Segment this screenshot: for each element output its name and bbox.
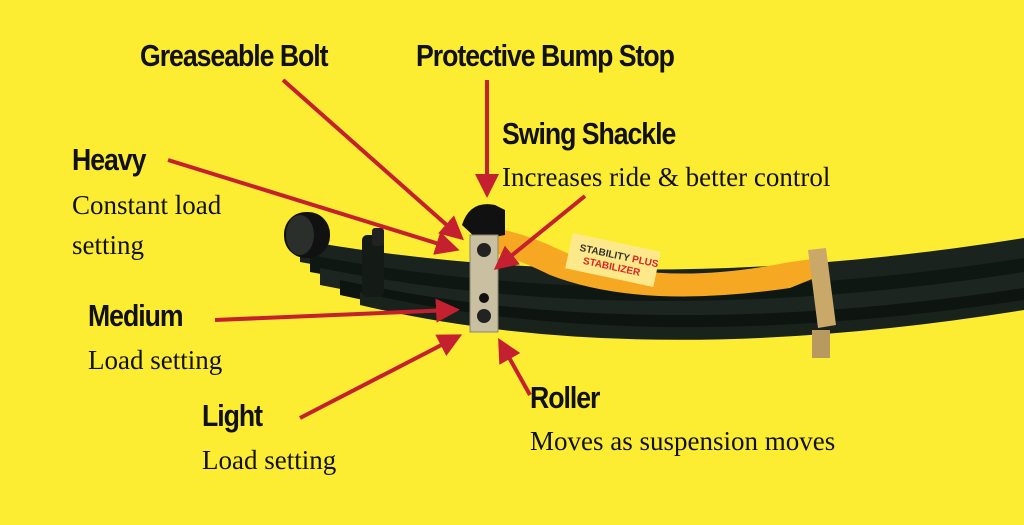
label-medium: Medium	[88, 298, 184, 333]
label-swing-shackle: Swing Shackle	[502, 116, 676, 151]
arrow-light	[299, 334, 463, 420]
desc-heavy-2: setting	[72, 230, 144, 260]
label-bump-stop: Protective Bump Stop	[416, 38, 675, 73]
desc-light: Load setting	[202, 445, 337, 475]
desc-medium: Load setting	[88, 345, 223, 375]
arrow-medium	[214, 298, 460, 323]
label-light: Light	[202, 398, 263, 433]
stabilizer-bar: STABILITY PLUS STABILIZER	[475, 225, 836, 358]
arrow-heavy	[167, 158, 460, 255]
swing-shackle	[462, 204, 505, 333]
arrow-roller	[498, 338, 532, 396]
label-heavy: Heavy	[72, 142, 146, 177]
desc-roller: Moves as suspension moves	[530, 426, 836, 456]
desc-swing-shackle: Increases ride & better control	[502, 162, 831, 192]
desc-heavy-1: Constant load	[72, 190, 222, 220]
label-greaseable-bolt: Greaseable Bolt	[140, 38, 329, 73]
label-roller: Roller	[530, 380, 600, 415]
arrow-swing-shackle	[493, 194, 587, 271]
arrow-greaseable-bolt	[281, 78, 464, 241]
